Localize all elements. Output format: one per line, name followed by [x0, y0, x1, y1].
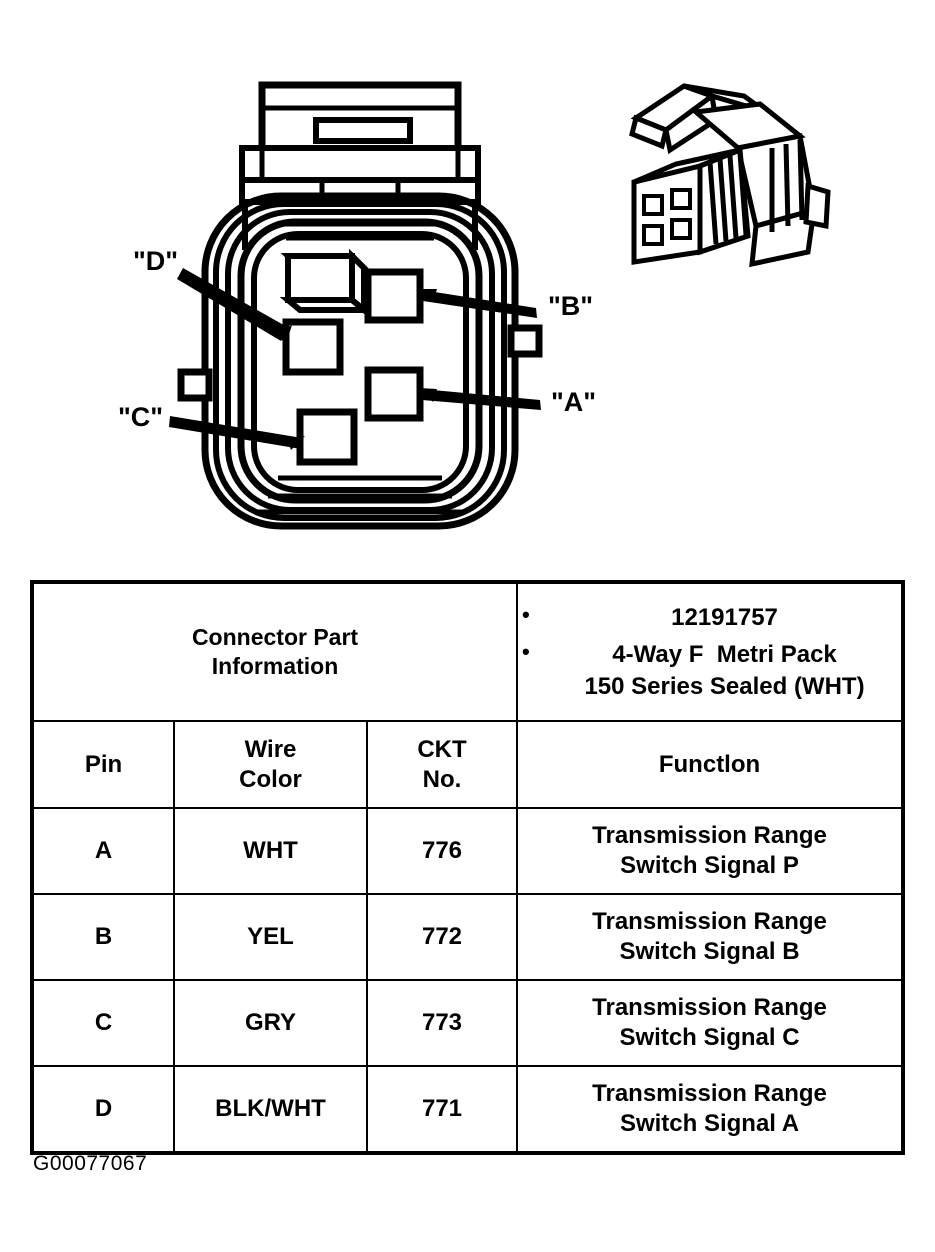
callout-label-D: "D" — [133, 246, 179, 276]
body-ring-3 — [225, 209, 495, 513]
table-row: D BLK/WHT 771 Transmission Range Switch … — [30, 1065, 906, 1155]
part-description-line-2: 150 Series Sealed (WHT) — [584, 672, 865, 700]
cell-function: Transmission Range Switch Signal C — [516, 979, 906, 1067]
cell-pin: B — [30, 893, 175, 981]
cell-ckt-no: 776 — [365, 807, 519, 895]
cavity-C — [296, 408, 358, 466]
cavity-B — [364, 268, 424, 324]
function-line-1: Transmission Range — [592, 822, 827, 849]
table-row: C GRY 773 Transmission Range Switch Sign… — [30, 979, 906, 1067]
keying-block — [279, 248, 373, 317]
function-line-2: Switch Signal P — [620, 852, 799, 879]
table-row-part-info: Connector Part Information 12191757 4-Wa… — [29, 580, 906, 722]
connector-figure: "D" "B" "C" "A" — [0, 0, 935, 570]
wire-color-line-1: Wire — [244, 736, 297, 764]
latch-slot — [313, 117, 413, 144]
cell-pin: A — [30, 807, 175, 895]
side-tab-left — [177, 368, 213, 402]
cell-wire-color: GRY — [173, 979, 368, 1067]
function-line-1: Transmission Range — [592, 908, 827, 935]
leader-arrow-A — [422, 389, 541, 410]
leader-arrow-D — [177, 268, 289, 341]
part-number: 12191757 — [671, 604, 778, 632]
part-info-list: 12191757 4-Way F Metri Pack 150 Series Se… — [518, 601, 901, 702]
column-header-ckt-no: CKT No. — [365, 720, 519, 809]
iso-cavity-3 — [642, 224, 664, 246]
leader-arrow-C — [169, 416, 302, 449]
column-header-wire-color: Wire Color — [173, 720, 368, 809]
wire-color-line-2: Color — [239, 765, 302, 793]
table-row: A WHT 776 Transmission Range Switch Sign… — [30, 807, 906, 895]
function-line-2: Switch Signal B — [619, 938, 800, 965]
connector-part-information-label: Connector Part Information — [29, 580, 519, 722]
cell-ckt-no: 772 — [365, 893, 519, 981]
cpi-line-1: Connector Part — [191, 623, 359, 650]
cell-wire-color: WHT — [173, 807, 368, 895]
cell-pin: C — [30, 979, 175, 1067]
side-tab-right — [507, 324, 543, 358]
iso-cavity-1 — [642, 194, 664, 216]
iso-cavity-2 — [670, 188, 692, 210]
function-line-2: Switch Signal C — [619, 1024, 800, 1051]
function-line-2: Switch Signal A — [619, 1110, 800, 1137]
column-header-pin: Pin — [30, 720, 175, 809]
cavity-A — [364, 366, 424, 422]
part-info-item-number: 12191757 — [518, 601, 901, 633]
body-ring-5 — [251, 231, 469, 493]
leader-arrow-B — [422, 290, 537, 318]
cell-function: Transmission Range Switch Signal B — [516, 893, 906, 981]
table-header-row: Pin Wire Color CKT No. Functlon — [30, 720, 906, 809]
table-row: B YEL 772 Transmission Range Switch Sign… — [30, 893, 906, 981]
ckt-line-1: CKT — [417, 736, 467, 764]
connector-diagram-svg — [169, 81, 831, 530]
body-ring-2 — [213, 201, 507, 521]
connector-front-face-view — [169, 81, 543, 530]
cell-function: Transmission Range Switch Signal A — [516, 1065, 906, 1155]
body-ring-1 — [201, 192, 519, 530]
part-description-line-1: 4-Way F Metri Pack — [612, 641, 837, 669]
iso-cavity-4 — [670, 218, 692, 240]
callout-label-A: "A" — [551, 387, 597, 417]
cell-function: Transmission Range Switch Signal P — [516, 807, 906, 895]
part-info-cell: 12191757 4-Way F Metri Pack 150 Series Se… — [516, 580, 906, 722]
part-info-item-description: 4-Way F Metri Pack 150 Series Sealed (WHT… — [518, 638, 901, 701]
ckt-line-2: No. — [422, 765, 462, 793]
figure-caption: G00077067 — [33, 1152, 148, 1175]
connector-part-table: Connector Part Information 12191757 4-Wa… — [29, 580, 906, 1155]
callout-label-B: "B" — [548, 291, 594, 321]
function-line-1: Transmission Range — [592, 994, 827, 1021]
column-header-function: Functlon — [516, 720, 906, 809]
cell-wire-color: BLK/WHT — [173, 1065, 368, 1155]
connector-isometric-view — [629, 83, 831, 268]
callout-label-C: "C" — [118, 402, 164, 432]
function-line-1: Transmission Range — [592, 1080, 827, 1107]
cell-ckt-no: 773 — [365, 979, 519, 1067]
cell-pin: D — [30, 1065, 175, 1155]
cavity-D — [282, 318, 344, 376]
cpi-line-2: Information — [211, 653, 339, 679]
cell-wire-color: YEL — [173, 893, 368, 981]
cell-ckt-no: 771 — [365, 1065, 519, 1155]
